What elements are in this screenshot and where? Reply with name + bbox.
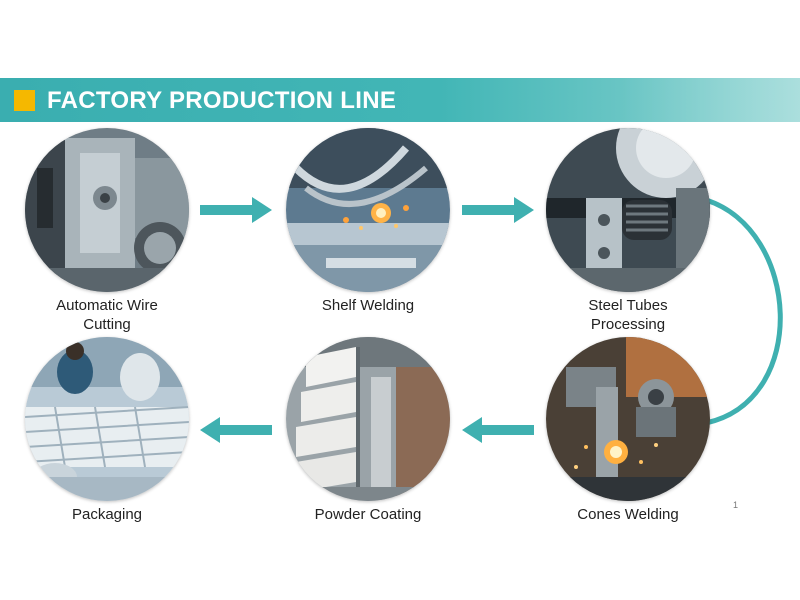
step-shelf-welding: Shelf Welding [278, 128, 458, 315]
shelf-welding-photo [286, 128, 450, 292]
step-powder-coating: Powder Coating [278, 337, 458, 524]
step-cones-welding: Cones Welding [538, 337, 718, 524]
step-steel-tubes-processing: Steel Tubes Processing [538, 128, 718, 334]
step-label: Cones Welding [577, 506, 679, 523]
arrow-right-icon [462, 197, 534, 223]
arrow-right-icon [200, 197, 272, 223]
wire-cutting-machine-photo [25, 128, 189, 292]
page-number: 1 [733, 500, 739, 510]
step-label: Powder Coating [314, 506, 422, 523]
packaging-photo [25, 337, 189, 501]
step-packaging: Packaging [17, 337, 197, 524]
steel-tube-processing-photo [546, 128, 710, 292]
cones-welding-photo [546, 337, 710, 501]
step-label: Packaging [71, 506, 143, 523]
step-label: Shelf Welding [321, 297, 415, 314]
title-accent-square [14, 90, 35, 111]
step-automatic-wire-cutting: Automatic Wire Cutting [17, 128, 197, 334]
title-bar [0, 78, 800, 122]
powder-coating-photo [286, 337, 450, 501]
title-bar-fade [620, 78, 800, 122]
step-label: Automatic Wire Cutting [56, 297, 158, 333]
arrow-left-icon [462, 417, 534, 443]
step-label: Steel Tubes Processing [588, 297, 668, 333]
slide-title: FACTORY PRODUCTION LINE [47, 87, 397, 114]
arrow-left-icon [200, 417, 272, 443]
